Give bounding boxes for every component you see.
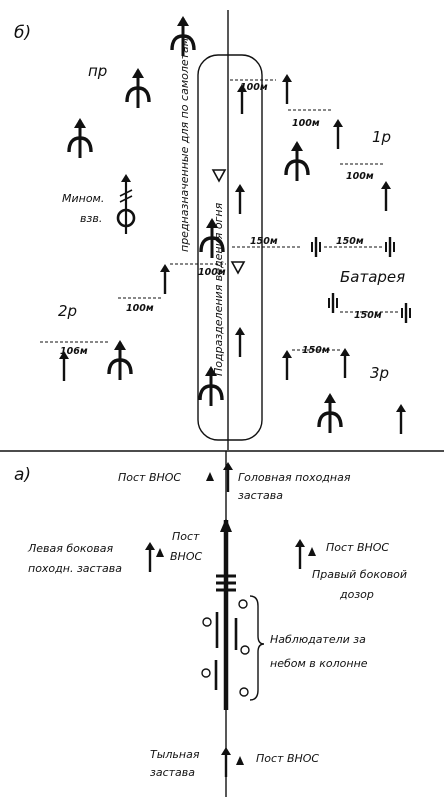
distance-marker: 150м xyxy=(232,236,300,248)
platoon-arrow xyxy=(233,182,247,216)
observer-symbol xyxy=(202,617,212,627)
left-patrol-arrow xyxy=(143,540,157,574)
head-patrol-arrow xyxy=(221,460,235,494)
head-post-label: Пост ВНОС xyxy=(118,471,181,484)
label-1r: 1р xyxy=(372,128,391,146)
distance-label: 100м xyxy=(198,267,226,278)
left-patrol-label-1: Левая боковая xyxy=(27,542,113,555)
aa-gun-symbol xyxy=(211,169,227,183)
section-b-marker: б) xyxy=(14,23,31,43)
section-a: а) Пост ВНОС Головная походная застава Л… xyxy=(14,451,407,797)
company-symbol xyxy=(125,66,151,110)
distance-marker: 100м xyxy=(170,263,226,278)
aa-subunits-label-2: Подразделения ведения огня xyxy=(212,202,225,376)
post-vnos-symbol xyxy=(156,548,164,557)
post-vnos-symbol xyxy=(236,756,244,765)
platoon-arrow xyxy=(280,72,294,106)
battery-gun xyxy=(400,301,412,325)
distance-label: 100м xyxy=(126,303,154,314)
aa-subunits-label-1: предназначенные для по самолетам xyxy=(178,38,191,252)
company-symbol xyxy=(317,391,343,435)
observer-symbol xyxy=(201,668,211,678)
observer-symbol xyxy=(239,687,249,697)
distance-marker: 106м xyxy=(40,341,110,357)
observers-bracket xyxy=(249,595,265,701)
section-b: б) предназначенные для по самолетам Подр… xyxy=(14,10,412,450)
rear-post-label: Пост ВНОС xyxy=(256,752,319,765)
distance-label: 150м xyxy=(354,310,382,321)
label-mortar-1: Мином. xyxy=(62,192,104,205)
platoon-arrow xyxy=(338,346,352,380)
distance-label: 150м xyxy=(250,236,278,247)
platoon-arrow xyxy=(158,262,172,296)
platoon-arrow xyxy=(394,402,408,436)
label-3r: 3р xyxy=(370,364,389,382)
platoon-arrow xyxy=(379,179,393,213)
distance-label: 150м xyxy=(302,345,330,356)
distance-label: 100м xyxy=(240,82,268,93)
company-symbol xyxy=(107,338,133,382)
right-patrol-label-2: дозор xyxy=(339,588,374,601)
right-patrol-label-1: Правый боковой xyxy=(312,568,407,581)
rear-patrol-label-1: Тыльная xyxy=(150,748,200,761)
head-patrol-label-1: Головная походная xyxy=(238,471,351,484)
distance-label: 150м xyxy=(336,236,364,247)
left-post-label-2: ВНОС xyxy=(170,550,202,563)
right-patrol-arrow xyxy=(293,537,307,571)
distance-label: 100м xyxy=(346,171,374,182)
platoon-arrow xyxy=(331,117,345,151)
post-vnos-symbol xyxy=(308,547,316,556)
mortar-platoon-symbol xyxy=(116,174,136,234)
distance-marker: 100м xyxy=(288,109,332,129)
battery-gun xyxy=(310,235,322,259)
aa-gun-symbol xyxy=(230,261,246,275)
section-a-marker: а) xyxy=(14,465,31,485)
left-post-label-1: Пост xyxy=(172,530,200,543)
right-post-label: Пост ВНОС xyxy=(326,541,389,554)
distance-marker: 150м xyxy=(340,310,398,321)
label-mortar-2: взв. xyxy=(80,212,102,225)
distance-label: 106м xyxy=(60,346,88,357)
battery-gun xyxy=(327,291,339,315)
observers-label-2: небом в колонне xyxy=(270,657,368,670)
platoon-arrow xyxy=(280,348,294,382)
distance-marker: 100м xyxy=(340,163,384,182)
distance-marker: 100м xyxy=(230,79,276,93)
main-column-symbol xyxy=(214,518,238,710)
distance-marker: 150м xyxy=(292,345,342,356)
distance-label: 100м xyxy=(292,118,320,129)
label-pr: пр xyxy=(88,62,107,80)
label-battery: Батарея xyxy=(340,268,405,286)
observer-symbol xyxy=(240,645,250,655)
label-2r: 2р xyxy=(58,302,77,320)
observer-symbol xyxy=(238,599,248,609)
company-symbol xyxy=(284,139,310,183)
observers-label-1: Наблюдатели за xyxy=(270,633,366,646)
rear-patrol-label-2: застава xyxy=(150,766,195,779)
platoon-arrow xyxy=(233,325,247,359)
head-patrol-label-2: застава xyxy=(238,489,283,502)
left-patrol-label-2: походн. застава xyxy=(28,562,122,575)
distance-marker: 100м xyxy=(118,297,162,314)
company-symbol xyxy=(67,116,93,160)
battery-gun xyxy=(384,235,396,259)
post-vnos-symbol xyxy=(206,472,214,481)
distance-marker: 150м xyxy=(324,236,382,248)
rear-patrol-arrow xyxy=(219,745,233,779)
